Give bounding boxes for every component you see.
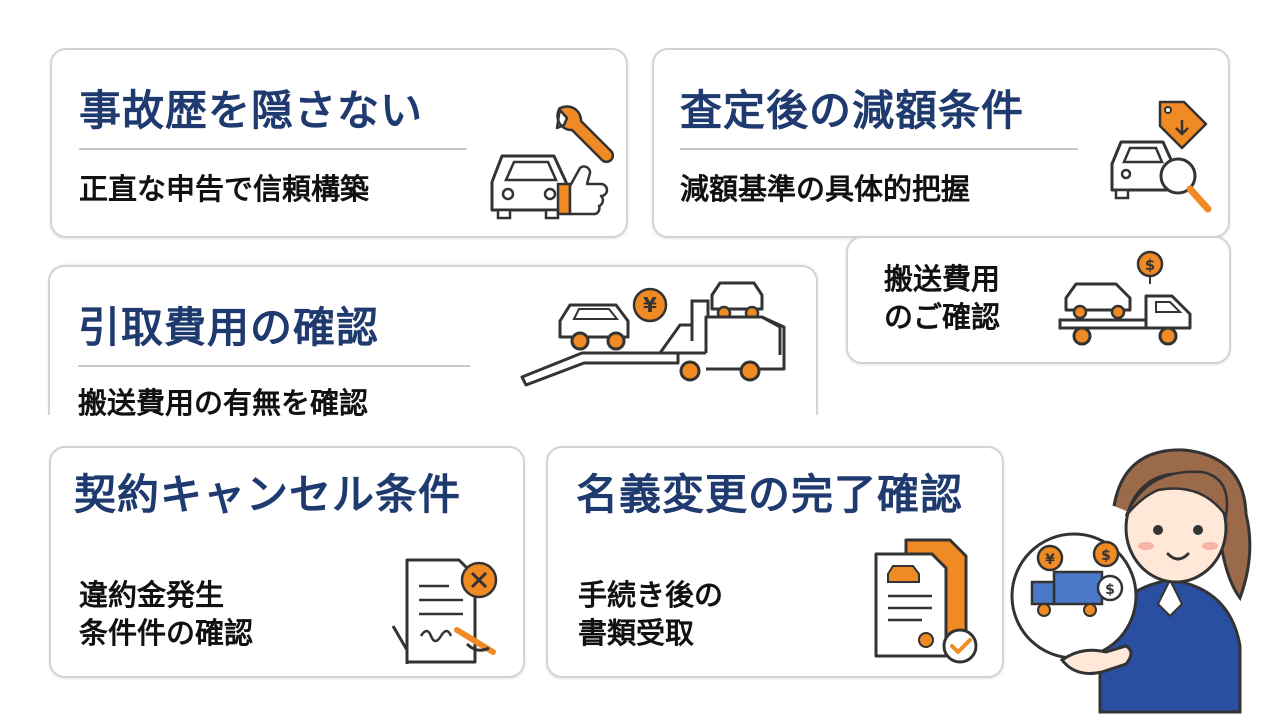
- card-title: 引取費用の確認: [78, 303, 380, 352]
- card-subtitle: 減額基準の具体的把握: [680, 172, 971, 206]
- card-title: 名義変更の完了確認: [576, 470, 964, 519]
- staff-woman-with-transport-cost-icon: ¥ $ $: [1010, 448, 1252, 714]
- card-pickup-cost: 引取費用の確認 搬送費用の有無を確認 ¥: [48, 265, 818, 420]
- card-title: 査定後の減額条件: [680, 86, 1025, 135]
- card-line-2: 書類受取: [578, 616, 695, 650]
- divider: [680, 148, 1078, 150]
- card-name-change-confirmation: 名義変更の完了確認 手続き後の 書類受取: [546, 446, 1004, 678]
- svg-text:$: $: [1145, 256, 1155, 274]
- divider: [78, 365, 470, 367]
- svg-text:$: $: [1101, 548, 1111, 564]
- card-line-2: 条件件の確認: [79, 616, 254, 650]
- car-price-tag-magnifier-icon: [1110, 100, 1212, 213]
- card-subtitle: 搬送費用の有無を確認: [78, 386, 369, 420]
- tow-truck-dollar-icon: $: [1058, 250, 1192, 346]
- card-title: 契約キャンセル条件: [74, 470, 462, 519]
- card-subtitle: 正直な申告で信頼構築: [79, 172, 370, 206]
- card-title: 事故歴を隠さない: [79, 86, 424, 135]
- svg-text:¥: ¥: [643, 293, 657, 317]
- card-contract-cancellation: 契約キャンセル条件 違約金発生 条件件の確認: [49, 446, 525, 678]
- card-accident-history: 事故歴を隠さない 正直な申告で信頼構築: [50, 48, 628, 238]
- contract-cancel-icon: [391, 558, 498, 664]
- tow-truck-yen-icon: ¥: [520, 281, 786, 387]
- card-post-appraisal-reduction: 査定後の減額条件 減額基準の具体的把握: [652, 48, 1230, 238]
- svg-text:$: $: [1105, 582, 1115, 598]
- card-line-2: のご確認: [884, 300, 1001, 334]
- svg-text:¥: ¥: [1045, 552, 1055, 568]
- card-line-1: 搬送費用: [884, 262, 1001, 296]
- card-line-1: 手続き後の: [578, 578, 724, 612]
- divider: [79, 148, 467, 150]
- card-line-1: 違約金発生: [79, 578, 225, 612]
- documents-check-icon: [874, 538, 978, 664]
- card-transport-cost: 搬送費用 のご確認 $: [846, 236, 1231, 364]
- car-wrench-thumbs-up-icon: [490, 105, 615, 220]
